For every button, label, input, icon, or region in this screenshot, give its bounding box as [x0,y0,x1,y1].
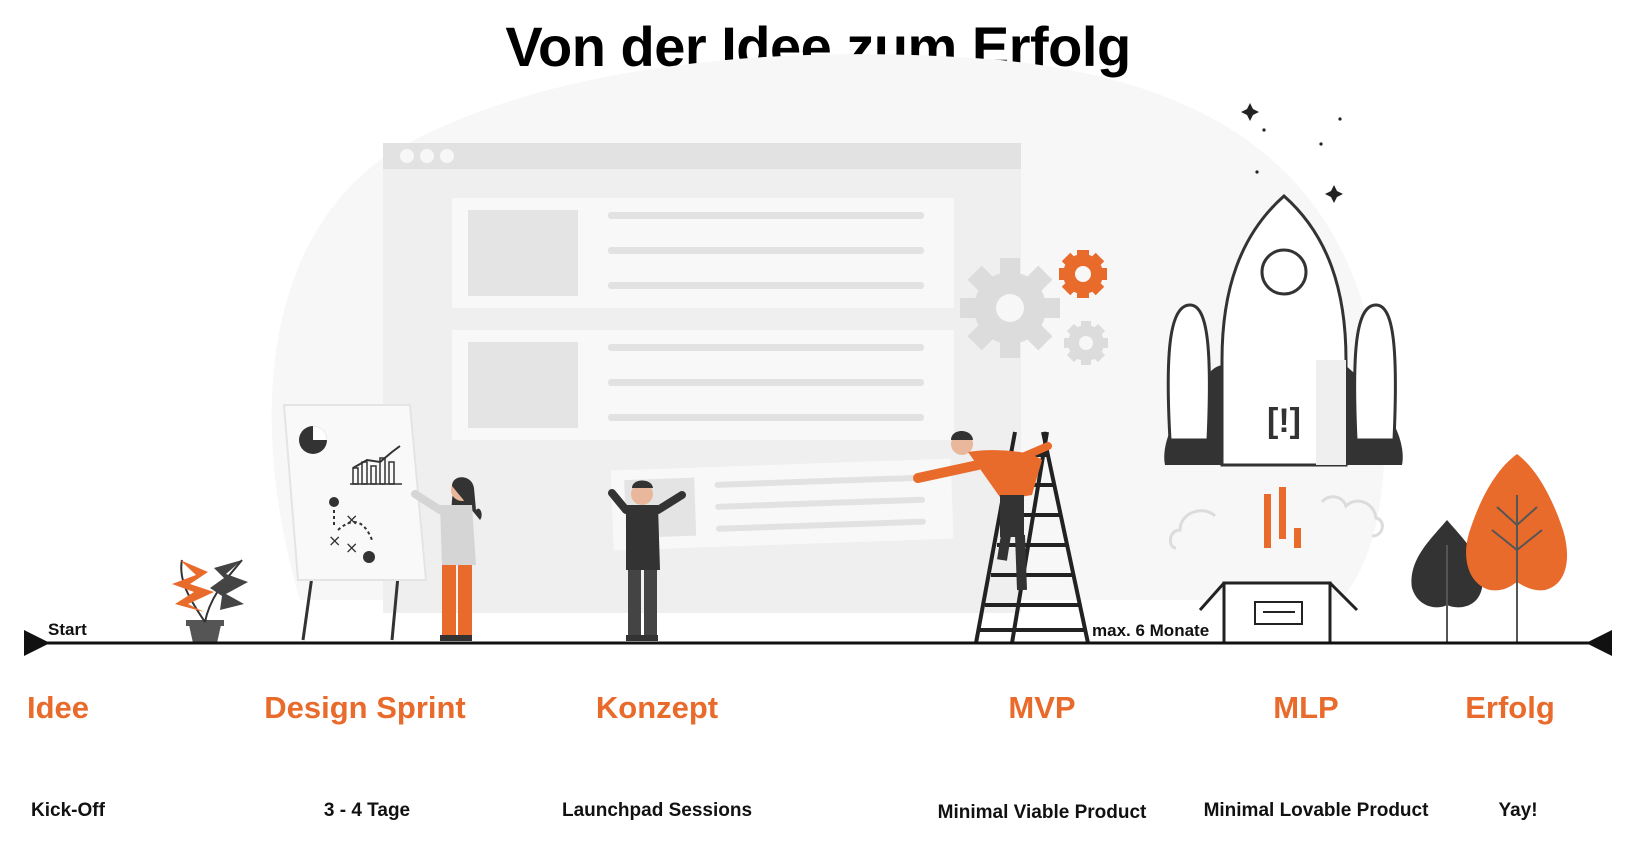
stage-description-idee: Kick-Off [31,800,105,821]
stage-name-konzept: Konzept [595,690,719,725]
potted-plant-illustration [172,559,248,643]
stage-description-mlp: Minimal Lovable Product [1203,800,1429,821]
gear-icon-orange [1059,250,1107,298]
stage-name-erfolg: Erfolg [1465,690,1555,725]
svg-text:×: × [345,538,358,557]
timeline-axis [24,630,1612,656]
flipchart-illustration: × × × [282,404,428,641]
star-icon [1241,103,1343,203]
worker-figure-illustration [913,431,1052,591]
timeline-end-arrow [1586,630,1612,656]
dark-plant-illustration [1411,520,1483,643]
gear-icon [960,258,1060,358]
stage-description-konzept: Launchpad Sessions [561,800,753,821]
stage-description-design-sprint: 3 - 4 Tage [323,800,411,821]
svg-text:×: × [345,510,358,529]
man-figure-illustration [608,480,686,641]
rocket-logo-text: [!] [1267,402,1301,440]
stage-name-mvp: MVP [1008,690,1076,725]
woman-figure-illustration [411,477,482,641]
stage-description-erfolg: Yay! [1498,800,1538,821]
rocket-illustration: [!] [1164,193,1403,548]
timeline-start-arrow [24,630,50,656]
stage-name-design-sprint: Design Sprint [264,690,466,725]
stage-name-idee: Idee [26,690,90,725]
timeline-duration-label: max. 6 Monate [1092,621,1210,640]
stage-description-mvp: Minimal Viable Product [937,802,1147,823]
orange-tree-illustration [1466,454,1568,643]
stage-name-mlp: MLP [1273,690,1339,725]
cloud-icon [1169,495,1384,550]
browser-window-illustration [383,143,1021,613]
svg-text:×: × [328,531,341,550]
gear-icon-small [1064,321,1108,365]
timeline-start-label: Start [48,620,87,639]
